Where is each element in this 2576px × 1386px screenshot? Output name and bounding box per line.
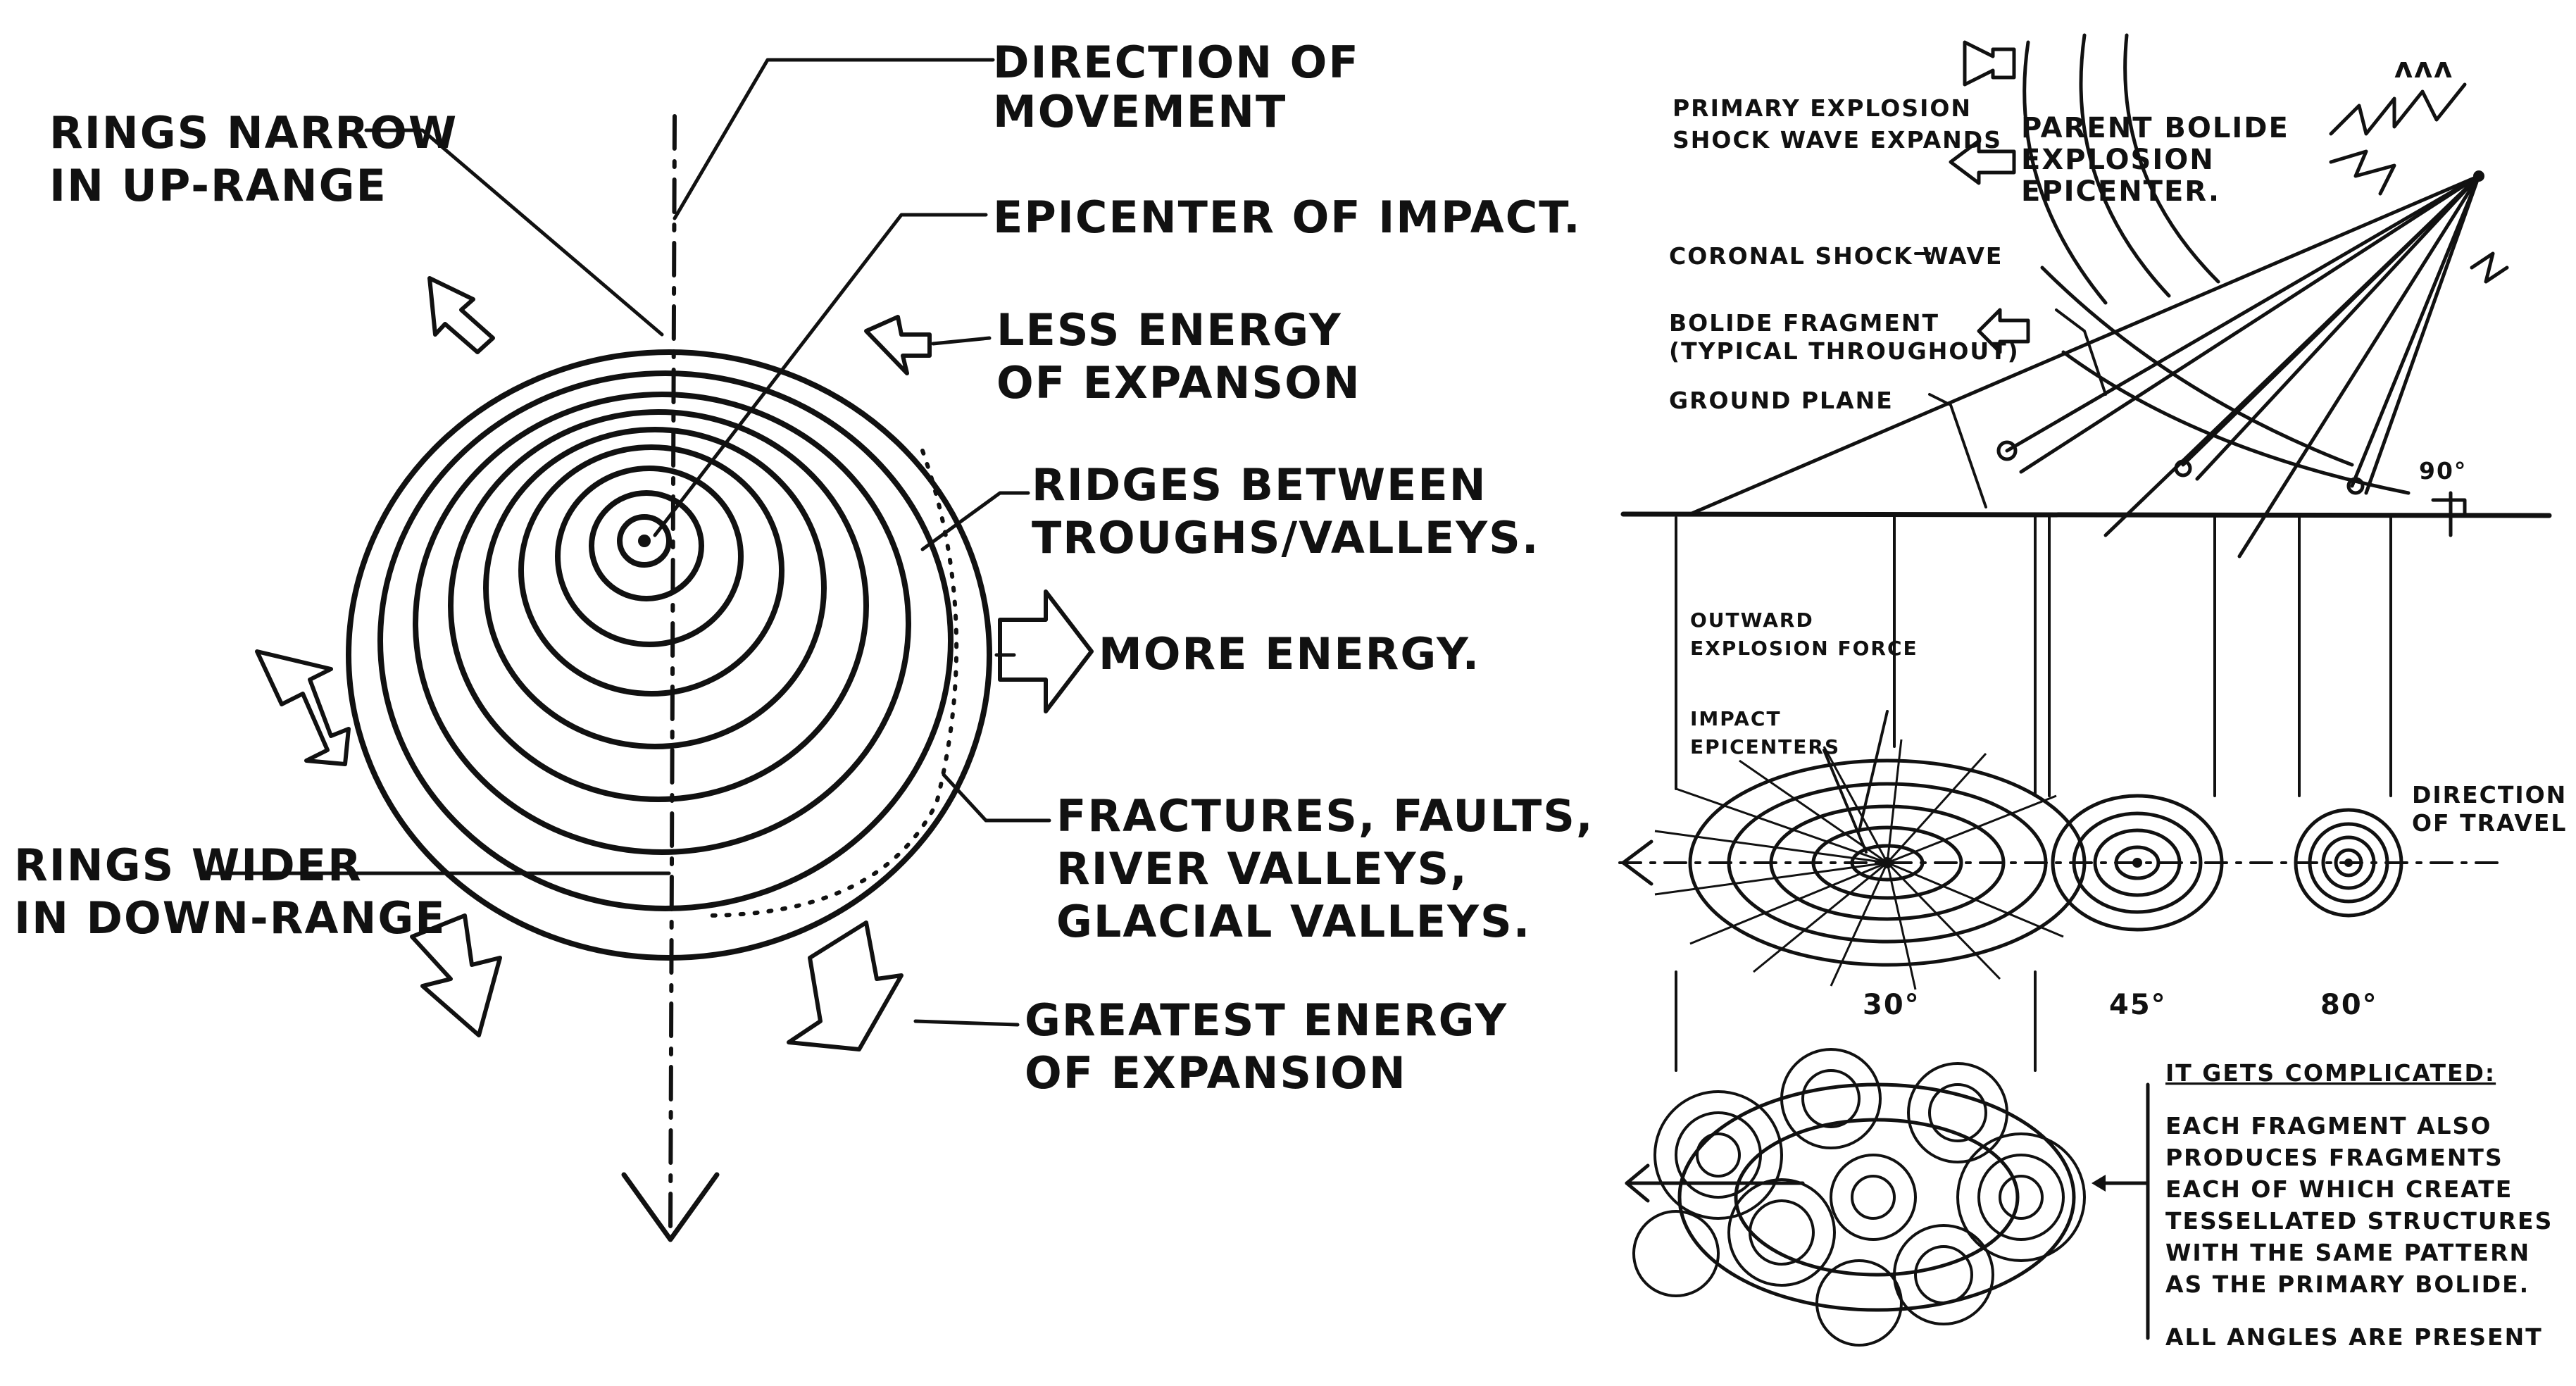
label-epicenter-of-impact: EPICENTER OF IMPACT.	[993, 192, 1582, 243]
shock-wave-arcs	[2022, 33, 2411, 495]
label-direction-of-travel-2: OF TRAVEL	[2412, 809, 2567, 837]
primary-arrow-left	[1949, 139, 2016, 185]
impact-rings	[346, 349, 992, 961]
ridge-dotted-line	[702, 449, 959, 918]
label-ridges-2: TROUGHS/VALLEYS.	[1032, 512, 1539, 563]
left-panel: DIRECTION OF MOVEMENT RINGS NARROW IN UP…	[14, 37, 1594, 1242]
label-rings-narrow-1: RINGS NARROW	[49, 107, 458, 158]
right-panel: ʌʌʌ	[1618, 33, 2567, 1351]
label-parent-bolide-3: EPICENTER.	[2021, 175, 2220, 208]
label-direction-of-movement-1: DIRECTION OF	[993, 37, 1360, 88]
label-impact-epicenters-1: IMPACT	[1690, 707, 1782, 730]
travel-arrowhead-left	[1621, 839, 1653, 886]
label-angle-90: 90°	[2419, 457, 2467, 485]
label-greatest-energy-1: GREATEST ENERGY	[1025, 994, 1508, 1046]
zigzag-upper	[2329, 82, 2467, 136]
label-rings-wider-1: RINGS WIDER	[14, 839, 363, 891]
right-leader-lines	[1822, 252, 2107, 854]
up-left-arrow	[427, 276, 495, 354]
footprint-30	[1654, 739, 2087, 990]
expansion-arrows	[255, 276, 1094, 1051]
note-line-2: PRODUCES FRAGMENTS	[2165, 1144, 2503, 1171]
label-angle-30: 30°	[1863, 989, 1920, 1021]
label-less-energy-2: OF EXPANSON	[996, 357, 1361, 408]
label-direction-of-travel-1: DIRECTION	[2412, 781, 2567, 808]
primary-arrow-top	[1963, 40, 2016, 87]
note-line-5: WITH THE SAME PATTERN	[2165, 1239, 2530, 1266]
label-more-energy: MORE ENERGY.	[1099, 628, 1480, 680]
label-less-energy-1: LESS ENERGY	[996, 304, 1342, 356]
greatest-energy-arrow	[787, 920, 904, 1051]
fragment-trajectories	[1996, 170, 2484, 558]
note-line-4: TESSELLATED STRUCTURES	[2165, 1207, 2553, 1235]
label-outward-1: OUTWARD	[1690, 608, 1814, 632]
label-primary-explosion-2: SHOCK WAVE EXPANDS	[1672, 126, 2002, 154]
label-it-gets-complicated: IT GETS COMPLICATED:	[2165, 1059, 2496, 1087]
label-parent-bolide-2: EXPLOSION	[2021, 144, 2215, 176]
less-energy-arrow	[864, 315, 932, 375]
label-coronal-shock-wave: CORONAL SHOCK WAVE	[1669, 242, 2003, 270]
label-rings-narrow-2: IN UP-RANGE	[49, 160, 387, 211]
fragment-arrow	[1977, 308, 2030, 354]
label-fractures-3: GLACIAL VALLEYS.	[1056, 896, 1531, 947]
label-impact-epicenters-2: EPICENTERS	[1690, 735, 1840, 758]
label-rings-wider-2: IN DOWN-RANGE	[14, 892, 446, 944]
note-line-1: EACH FRAGMENT ALSO	[2165, 1112, 2491, 1140]
label-greatest-energy-2: OF EXPANSION	[1025, 1047, 1407, 1099]
footprint-80	[2294, 808, 2403, 918]
note-all-angles: ALL ANGLES ARE PRESENT	[2165, 1323, 2543, 1351]
label-bolide-fragment-2: (TYPICAL THROUGHOUT)	[1669, 337, 2020, 365]
label-ground-plane: GROUND PLANE	[1669, 387, 1894, 414]
more-energy-arrow	[998, 589, 1094, 713]
axis-arrowhead	[621, 1172, 720, 1242]
label-fractures-1: FRACTURES, FAULTS,	[1056, 790, 1594, 842]
down-left-arrow	[410, 913, 502, 1037]
note-line-3: EACH OF WHICH CREATE	[2165, 1175, 2513, 1203]
footprint-45	[2051, 794, 2224, 932]
ground-plane-line	[1620, 511, 2552, 518]
left-arrow	[255, 649, 351, 766]
label-outward-2: EXPLOSION FORCE	[1690, 637, 1918, 660]
label-angle-80: 80°	[2320, 989, 2378, 1021]
projection-lines	[1675, 516, 2392, 1072]
zigzag-right	[2470, 251, 2509, 284]
label-direction-of-movement-2: MOVEMENT	[993, 86, 1287, 137]
leader-lines	[209, 58, 1051, 1027]
label-primary-explosion-1: PRIMARY EXPLOSION	[1672, 94, 1972, 122]
zigzag-middle	[2329, 149, 2396, 196]
note-line-6: AS THE PRIMARY BOLIDE.	[2165, 1270, 2530, 1298]
label-parent-bolide-1: PARENT BOLIDE	[2021, 112, 2289, 144]
sparks-glyph: ʌʌʌ	[2394, 52, 2453, 85]
direction-axis	[668, 114, 677, 1235]
label-ridges-1: RIDGES BETWEEN	[1032, 459, 1487, 511]
label-fractures-2: RIVER VALLEYS,	[1056, 843, 1468, 894]
label-bolide-fragment-1: BOLIDE FRAGMENT	[1669, 309, 1939, 337]
tessellated-cluster	[1625, 1048, 2150, 1347]
label-angle-45: 45°	[2109, 989, 2167, 1021]
